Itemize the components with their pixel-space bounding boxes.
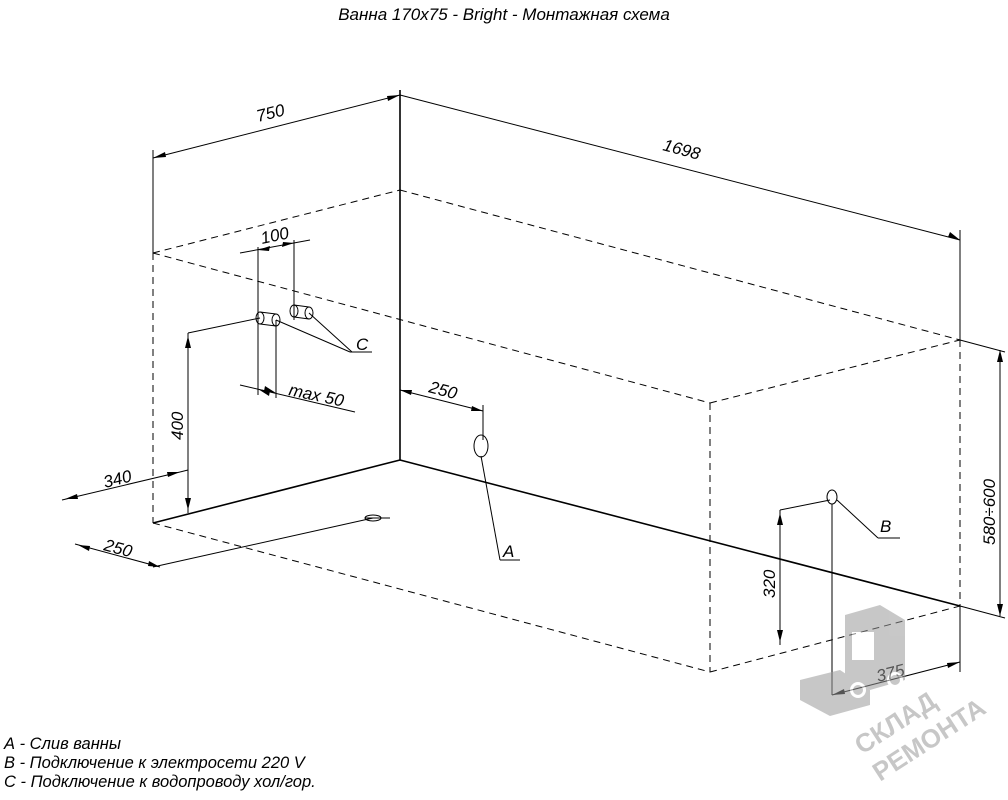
dimension-label-max-50: max 50 [287, 380, 346, 410]
drain-outlet [473, 434, 520, 561]
wall-lines [152, 90, 961, 607]
dimension-label-250-drain: 250 [426, 377, 460, 403]
warehouse-watermark: СКЛАД РЕМОНТА [800, 605, 991, 787]
dimension-250-bottom: 250 [74, 535, 161, 568]
page-title: Ванна 170х75 - Bright - Монтажная схема [338, 5, 670, 24]
dimension-320: 320 [760, 510, 783, 645]
dimension-label-340: 340 [101, 466, 134, 491]
dimension-label-750: 750 [254, 100, 287, 125]
water-supply-pipes [255, 304, 372, 353]
dimension-max-50: max 50 [239, 320, 356, 413]
dimension-400: 400 [168, 317, 261, 513]
legend: А - Слив ванны В - Подключение к электро… [4, 735, 316, 792]
dimension-340: 340 [61, 466, 189, 501]
legend-item-electric: В - Подключение к электросети 220 V [4, 754, 305, 772]
bathtub-outline [152, 189, 961, 673]
dimension-label-320: 320 [760, 569, 779, 598]
marker-a: A [502, 542, 514, 561]
bottom-drain-marker [152, 514, 390, 568]
dimension-label-400: 400 [168, 411, 187, 440]
legend-item-drain: А - Слив ванны [4, 735, 121, 753]
marker-c: C [356, 335, 369, 354]
dimension-100: 100 [239, 223, 311, 395]
marker-b: B [880, 517, 891, 536]
dimension-label-1698: 1698 [661, 136, 703, 164]
dimension-label-250-bottom: 250 [101, 535, 135, 561]
electrical-connection [779, 489, 900, 695]
legend-item-water: С - Подключение к водопроводу хол/гор. [4, 773, 316, 791]
dimension-1698: 1698 [399, 94, 961, 340]
dimension-label-height-total: 580÷600 [980, 478, 999, 545]
dimension-250-drain: 250 [399, 377, 484, 440]
dimension-height-total: 580÷600 [959, 339, 1006, 619]
forklift-icon [800, 605, 905, 716]
